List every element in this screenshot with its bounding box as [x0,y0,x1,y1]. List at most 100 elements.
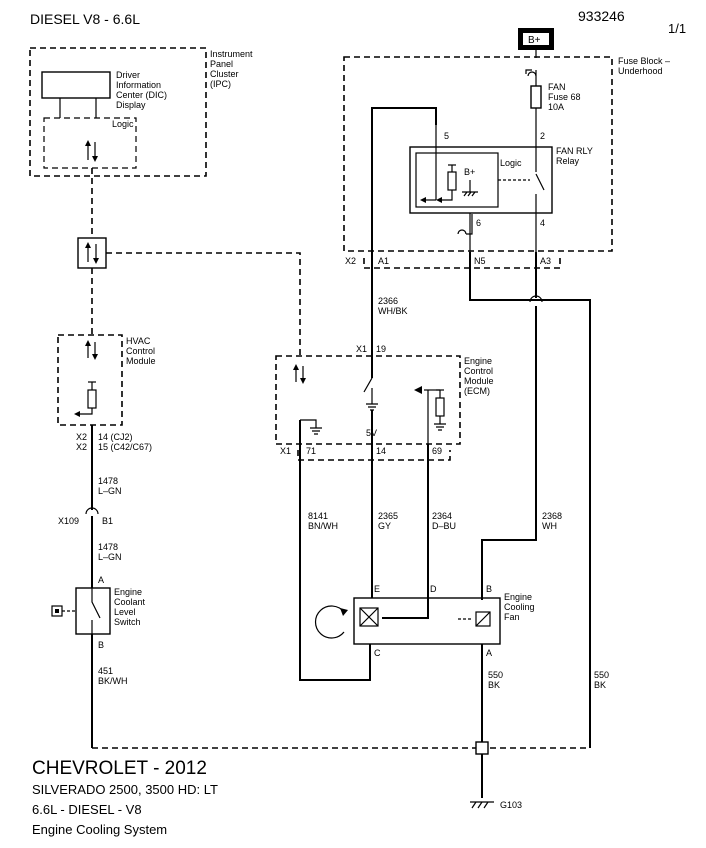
ecm-label-3: Module [464,376,494,386]
wire-2366-color: WH/BK [378,306,408,316]
dic-display [41,71,111,99]
fuse-block-conn: X2 [345,256,356,266]
pin-2: 2 [540,131,545,141]
ipc-logic-label: Logic [112,119,134,129]
wire-1478a-color: L–GN [98,486,122,496]
ground-id: G103 [500,800,522,810]
wire-2364-color: D–BU [432,521,456,531]
relay-type: Relay [556,156,580,166]
wire-2366-number: 2366 [378,296,398,306]
wire-1478b-number: 1478 [98,542,118,552]
fan-label-3: Fan [504,612,520,622]
ground-icon [470,801,494,809]
ecm-label-2: Control [464,366,493,376]
hvac-label-2: Control [126,346,155,356]
hvac-conn-2: X2 [76,442,87,452]
pin-a3: A3 [540,256,551,266]
bidirectional-arrow-icon [85,340,98,360]
ecm-label-4: (ECM) [464,386,490,396]
fuse-68 [530,85,542,109]
svg-text:B+: B+ [528,35,541,46]
wire-550b-number: 550 [594,670,609,680]
relay-logic-label: Logic [500,158,522,168]
hvac-label-3: Module [126,356,156,366]
footer-system: Engine Cooling System [32,822,167,837]
wire-1478b-color: L–GN [98,552,122,562]
switch-label-3: Level [114,607,136,617]
footer-engine: 6.6L - DIESEL - V8 [32,802,142,817]
connector-x109: X109 [58,516,79,526]
bidirectional-arrow-icon [293,364,306,384]
ecm-conn-top: X1 [356,344,367,354]
switch-pin-a: A [98,575,104,585]
pin-n5: N5 [474,256,486,266]
dic-label-1: Driver [116,70,140,80]
fan-relay [409,146,553,214]
wire-550a-color: BK [488,680,500,690]
fuse-block-boundary [343,56,613,252]
wire-2365-color: GY [378,521,391,531]
wire-2364-number: 2364 [432,511,452,521]
ecm-label-1: Engine [464,356,492,366]
ipc-label-2: Panel [210,59,233,69]
bidirectional-arrow-icon [85,140,98,162]
dic-label-2: Information [116,80,161,90]
wire-2365-number: 2365 [378,511,398,521]
diagram-title: DIESEL V8 - 6.6L [30,11,140,27]
engine-cooling-fan [353,597,501,645]
fan-pin-a: A [486,648,492,658]
fuse-block-label: Fuse Block – [618,56,670,66]
connector-pin-b1: B1 [102,516,113,526]
wire-1478a-number: 1478 [98,476,118,486]
fan-pin-d: D [430,584,437,594]
fan-label-2: Cooling [504,602,535,612]
fan-pin-c: C [374,648,381,658]
wire-2368-number: 2368 [542,511,562,521]
dic-label-4: Display [116,100,146,110]
fan-pin-e: E [374,584,380,594]
wire-2368-color: WH [542,521,557,531]
fuse-name: FAN [548,82,566,92]
fuse-rating: 10A [548,102,564,112]
hvac-pin-1: 14 (CJ2) [98,432,133,442]
document-number: 933246 [578,8,625,24]
ecm-pin-69: 69 [432,446,442,456]
wire-8141-color: BN/WH [308,521,338,531]
ecm-pin-71: 71 [306,446,316,456]
dic-label-3: Center (DIC) [116,90,167,100]
wire-451-number: 451 [98,666,113,676]
hvac-module-boundary [57,334,123,426]
switch-label-1: Engine [114,587,142,597]
ecm-pin-14: 14 [376,446,386,456]
bidirectional-arrow-icon [85,242,99,264]
footer-model: SILVERADO 2500, 3500 HD: LT [32,782,218,797]
wire-550a-number: 550 [488,670,503,680]
hvac-label-1: HVAC [126,336,151,346]
ipc-label-4: (IPC) [210,79,231,89]
battery-positive-terminal: B+ [518,28,554,50]
fan-pin-b: B [486,584,492,594]
fan-label-1: Engine [504,592,532,602]
ipc-boundary [29,47,207,177]
ground-splice [475,741,489,755]
wire-550b-color: BK [594,680,606,690]
wire-451-color: BK/WH [98,676,128,686]
ecm-conn-bottom: X1 [280,446,291,456]
relay-name: FAN RLY [556,146,593,156]
ipc-label-3: Cluster [210,69,239,79]
footer-make: CHEVROLET - 2012 [32,758,207,779]
ipc-label-1: Instrument [210,49,253,59]
hvac-conn-1: X2 [76,432,87,442]
fan-motor-icon [314,605,348,639]
wire-8141-number: 8141 [308,511,328,521]
fuse-block-sublabel: Underhood [618,66,663,76]
coolant-level-switch [75,587,111,635]
relay-bplus: B+ [464,167,475,177]
fuse-id: Fuse 68 [548,92,581,102]
switch-float-icon [51,605,76,617]
hvac-pin-2: 15 (C42/C67) [98,442,152,452]
pin-5: 5 [444,131,449,141]
ecm-pin-19: 19 [376,344,386,354]
pin-4: 4 [540,218,545,228]
